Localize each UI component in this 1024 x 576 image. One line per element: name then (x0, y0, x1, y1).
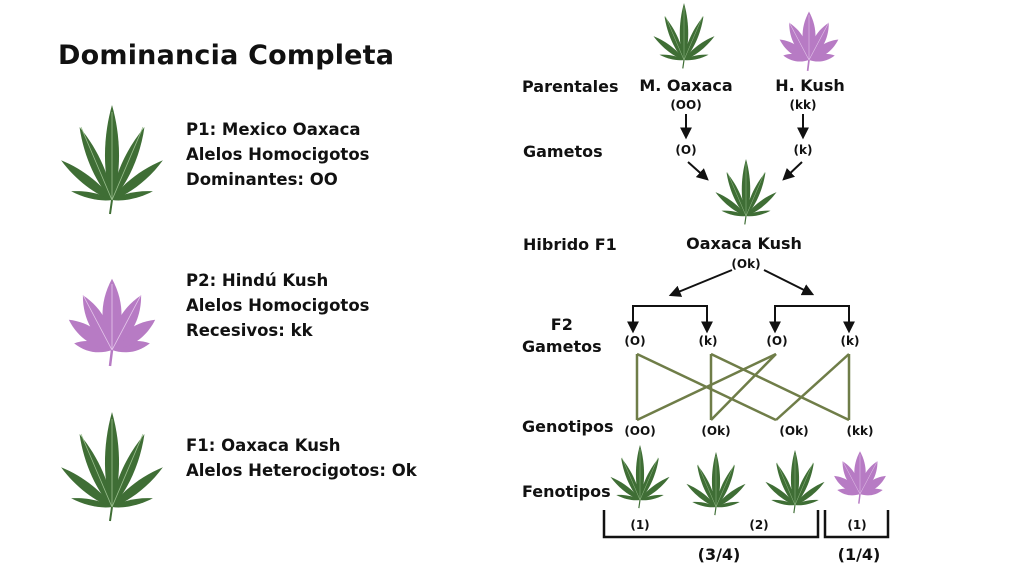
legend-line: P1: Mexico Oaxaca (186, 120, 361, 139)
row-label-f2: F2 Gametos (522, 314, 602, 358)
arrow (668, 269, 733, 297)
legend-p1: P1: Mexico Oaxaca Alelos Homocigotos Dom… (186, 117, 369, 192)
legend-p2: P2: Hindú Kush Alelos Homocigotos Recesi… (186, 268, 369, 343)
green-leaf-icon (764, 450, 826, 513)
arrow (627, 305, 713, 334)
f2-gamete: (O) (766, 334, 788, 348)
genotype: (kk) (846, 424, 874, 438)
legend-f1: F1: Oaxaca Kush Alelos Heterocigotos: Ok (186, 433, 417, 483)
legend-line: Dominantes: OO (186, 170, 338, 189)
green-leaf-icon (609, 445, 671, 508)
phenotype-count: (1) (847, 518, 867, 532)
phenotype-count: (1) (630, 518, 650, 532)
ratio-dominant: (3/4) (697, 545, 741, 564)
arrow (687, 161, 709, 181)
f2-gamete: (O) (624, 334, 646, 348)
legend-line: Alelos Homocigotos (186, 145, 370, 164)
row-label-gametos: Gametos (523, 142, 603, 161)
row-label-hibrido: Hibrido F1 (523, 235, 617, 254)
green-leaf-icon (58, 395, 166, 520)
parent-genotype: (kk) (789, 98, 817, 112)
parent-gamete: (O) (675, 143, 697, 157)
purple-leaf-icon (832, 451, 889, 503)
hybrid-genotype: (Ok) (731, 257, 761, 271)
genotype: (Ok) (779, 424, 809, 438)
green-leaf-icon (685, 452, 747, 515)
hybrid-name: Oaxaca Kush (686, 234, 802, 253)
legend-line: Alelos Heterocigotos: Ok (186, 461, 417, 480)
parent-gamete: (k) (793, 143, 813, 157)
row-label-f2-line2: Gametos (522, 337, 602, 356)
ratio-recessive: (1/4) (837, 545, 881, 564)
legend-line: P2: Hindú Kush (186, 271, 329, 290)
row-label-fenotipos: Fenotipos (522, 482, 611, 501)
row-label-parentales: Parentales (522, 77, 619, 96)
genotype: (Ok) (701, 424, 731, 438)
parent-genotype: (OO) (670, 98, 702, 112)
cross-line (710, 353, 777, 421)
f2-gamete: (k) (698, 334, 718, 348)
parent-name: M. Oaxaca (639, 76, 733, 95)
purple-leaf-icon (58, 248, 166, 363)
f2-gamete: (k) (840, 334, 860, 348)
green-leaf-icon (652, 3, 717, 68)
row-label-f2-line1: F2 (550, 315, 573, 334)
legend-line: F1: Oaxaca Kush (186, 436, 341, 455)
cross-line (636, 352, 777, 422)
legend-line: Alelos Homocigotos (186, 296, 370, 315)
legend-line: Recesivos: kk (186, 321, 313, 340)
purple-leaf-icon (777, 12, 841, 71)
page-title: Dominancia Completa (58, 40, 395, 71)
row-label-genotipos: Genotipos (522, 417, 614, 436)
phenotype-count: (2) (749, 518, 769, 532)
green-leaf-icon (58, 88, 166, 213)
arrow (763, 269, 815, 296)
green-leaf-icon (714, 159, 779, 224)
cross-line (636, 352, 777, 422)
arrow (769, 305, 855, 334)
genotype: (OO) (624, 424, 656, 438)
arrow (782, 161, 803, 181)
cross-line (775, 353, 850, 421)
parent-name: H. Kush (775, 76, 845, 95)
cross-line (710, 352, 850, 422)
